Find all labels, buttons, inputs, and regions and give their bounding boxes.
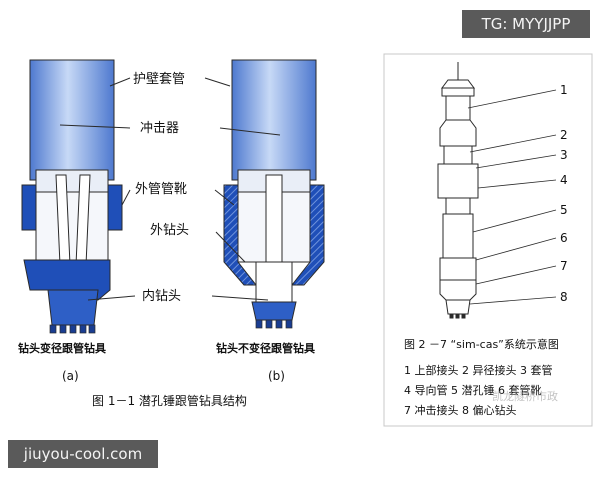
part-number-5: 5: [560, 203, 568, 217]
left-caption: 图 1－1 潜孔锤跟管钻具结构: [92, 393, 247, 408]
tg-watermark: TG: MYYJJPP: [462, 10, 590, 38]
leader-lines-left: [59, 77, 281, 301]
right-watermark-text: 凯龙隧桥市政: [492, 389, 558, 403]
label-shoe: 外管管靴: [135, 182, 187, 197]
part-number-6: 6: [560, 231, 568, 245]
panel-letter-a: (a): [62, 369, 79, 383]
part-number-1: 1: [560, 83, 568, 97]
subcaption-b: 钻头不变径跟管钻具: [216, 341, 315, 355]
right-caption: 图 2 －7 “sim-cas”系统示意图: [404, 337, 559, 351]
legend-line-3: 7 冲击接头 8 偏心钻头: [404, 403, 517, 417]
part-number-7: 7: [560, 259, 568, 273]
label-outer-bit: 外钻头: [150, 223, 189, 238]
tool-a: [21, 59, 123, 334]
part-number-8: 8: [560, 290, 568, 304]
legend-line-1: 1 上部接头 2 异径接头 3 套管: [404, 363, 552, 377]
leader-lines-right: [467, 89, 557, 305]
part-number-4: 4: [560, 173, 568, 187]
subcaption-a: 钻头变径跟管钻具: [18, 341, 106, 355]
label-inner-bit: 内钻头: [142, 288, 181, 304]
label-casing: 护壁套管: [133, 71, 185, 87]
panel-letter-b: (b): [268, 369, 285, 383]
site-watermark: jiuyou-cool.com: [8, 440, 158, 468]
label-hammer: 冲击器: [140, 121, 179, 136]
part-number-2: 2: [560, 128, 568, 142]
right-figure-frame: [383, 53, 593, 427]
legend-line-2: 4 导向管 5 潜孔锤 6 套管靴: [404, 383, 541, 397]
tool-b: [223, 59, 325, 329]
sim-cas-tool: [437, 62, 479, 319]
part-number-3: 3: [560, 148, 568, 162]
